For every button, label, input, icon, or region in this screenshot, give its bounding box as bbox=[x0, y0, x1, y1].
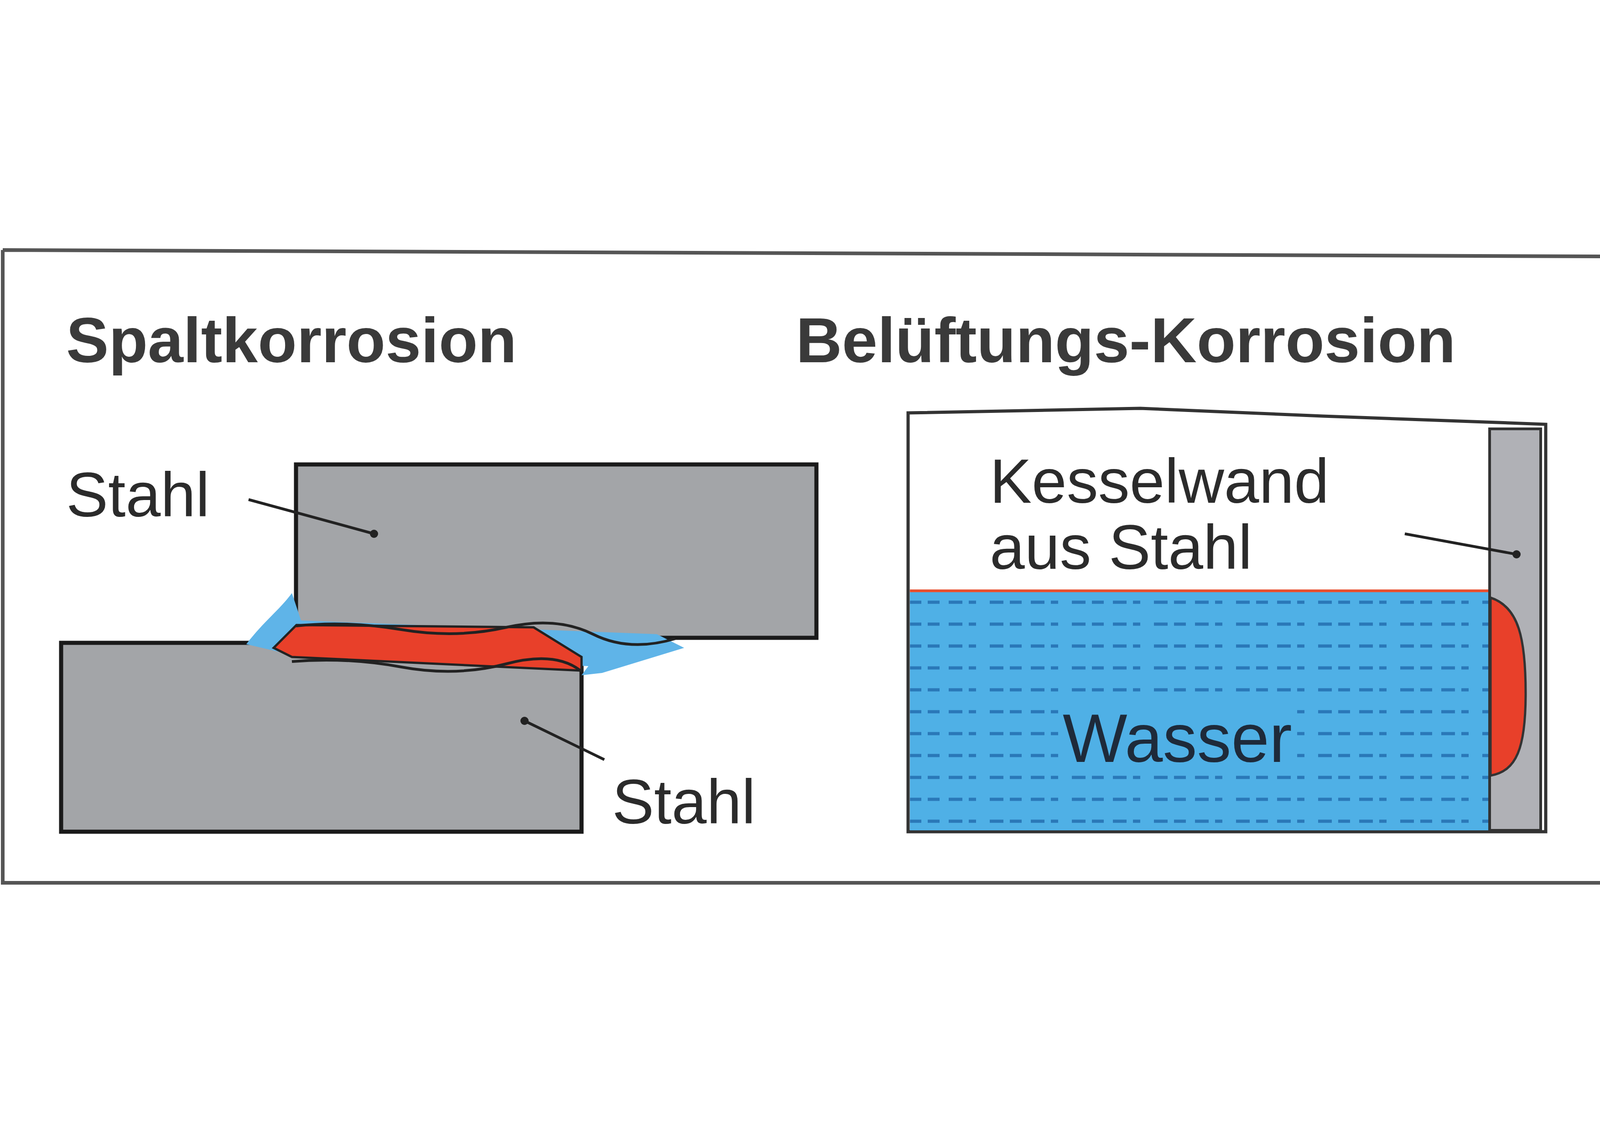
leader-line bbox=[248, 499, 375, 534]
part-label: Kesselwand aus Stahl bbox=[989, 447, 1424, 581]
rust-bulge bbox=[1490, 597, 1526, 776]
boiler-wall bbox=[1489, 428, 1541, 831]
steel-plate bbox=[296, 464, 817, 638]
leader-dot bbox=[369, 529, 379, 538]
boiler-ground bbox=[908, 408, 1546, 832]
crevice-edge bbox=[296, 622, 676, 645]
crevice-water bbox=[246, 592, 685, 676]
section-heading: Belüftungs-Korrosion bbox=[795, 306, 1456, 374]
leader-dot bbox=[1512, 550, 1521, 559]
steel-plate bbox=[61, 642, 582, 832]
medium-label: Wasser bbox=[1058, 702, 1297, 775]
leader-line bbox=[1404, 533, 1517, 555]
section-heading: Spaltkorrosion bbox=[66, 306, 517, 374]
part-label: Stahl bbox=[66, 461, 210, 528]
water-surface bbox=[909, 589, 1491, 593]
leader-dot bbox=[520, 716, 529, 725]
part-label: Stahl bbox=[612, 768, 756, 835]
frame bbox=[2, 249, 1600, 883]
crevice-edge bbox=[291, 658, 582, 672]
leader-line bbox=[524, 720, 605, 760]
water bbox=[909, 589, 1492, 831]
